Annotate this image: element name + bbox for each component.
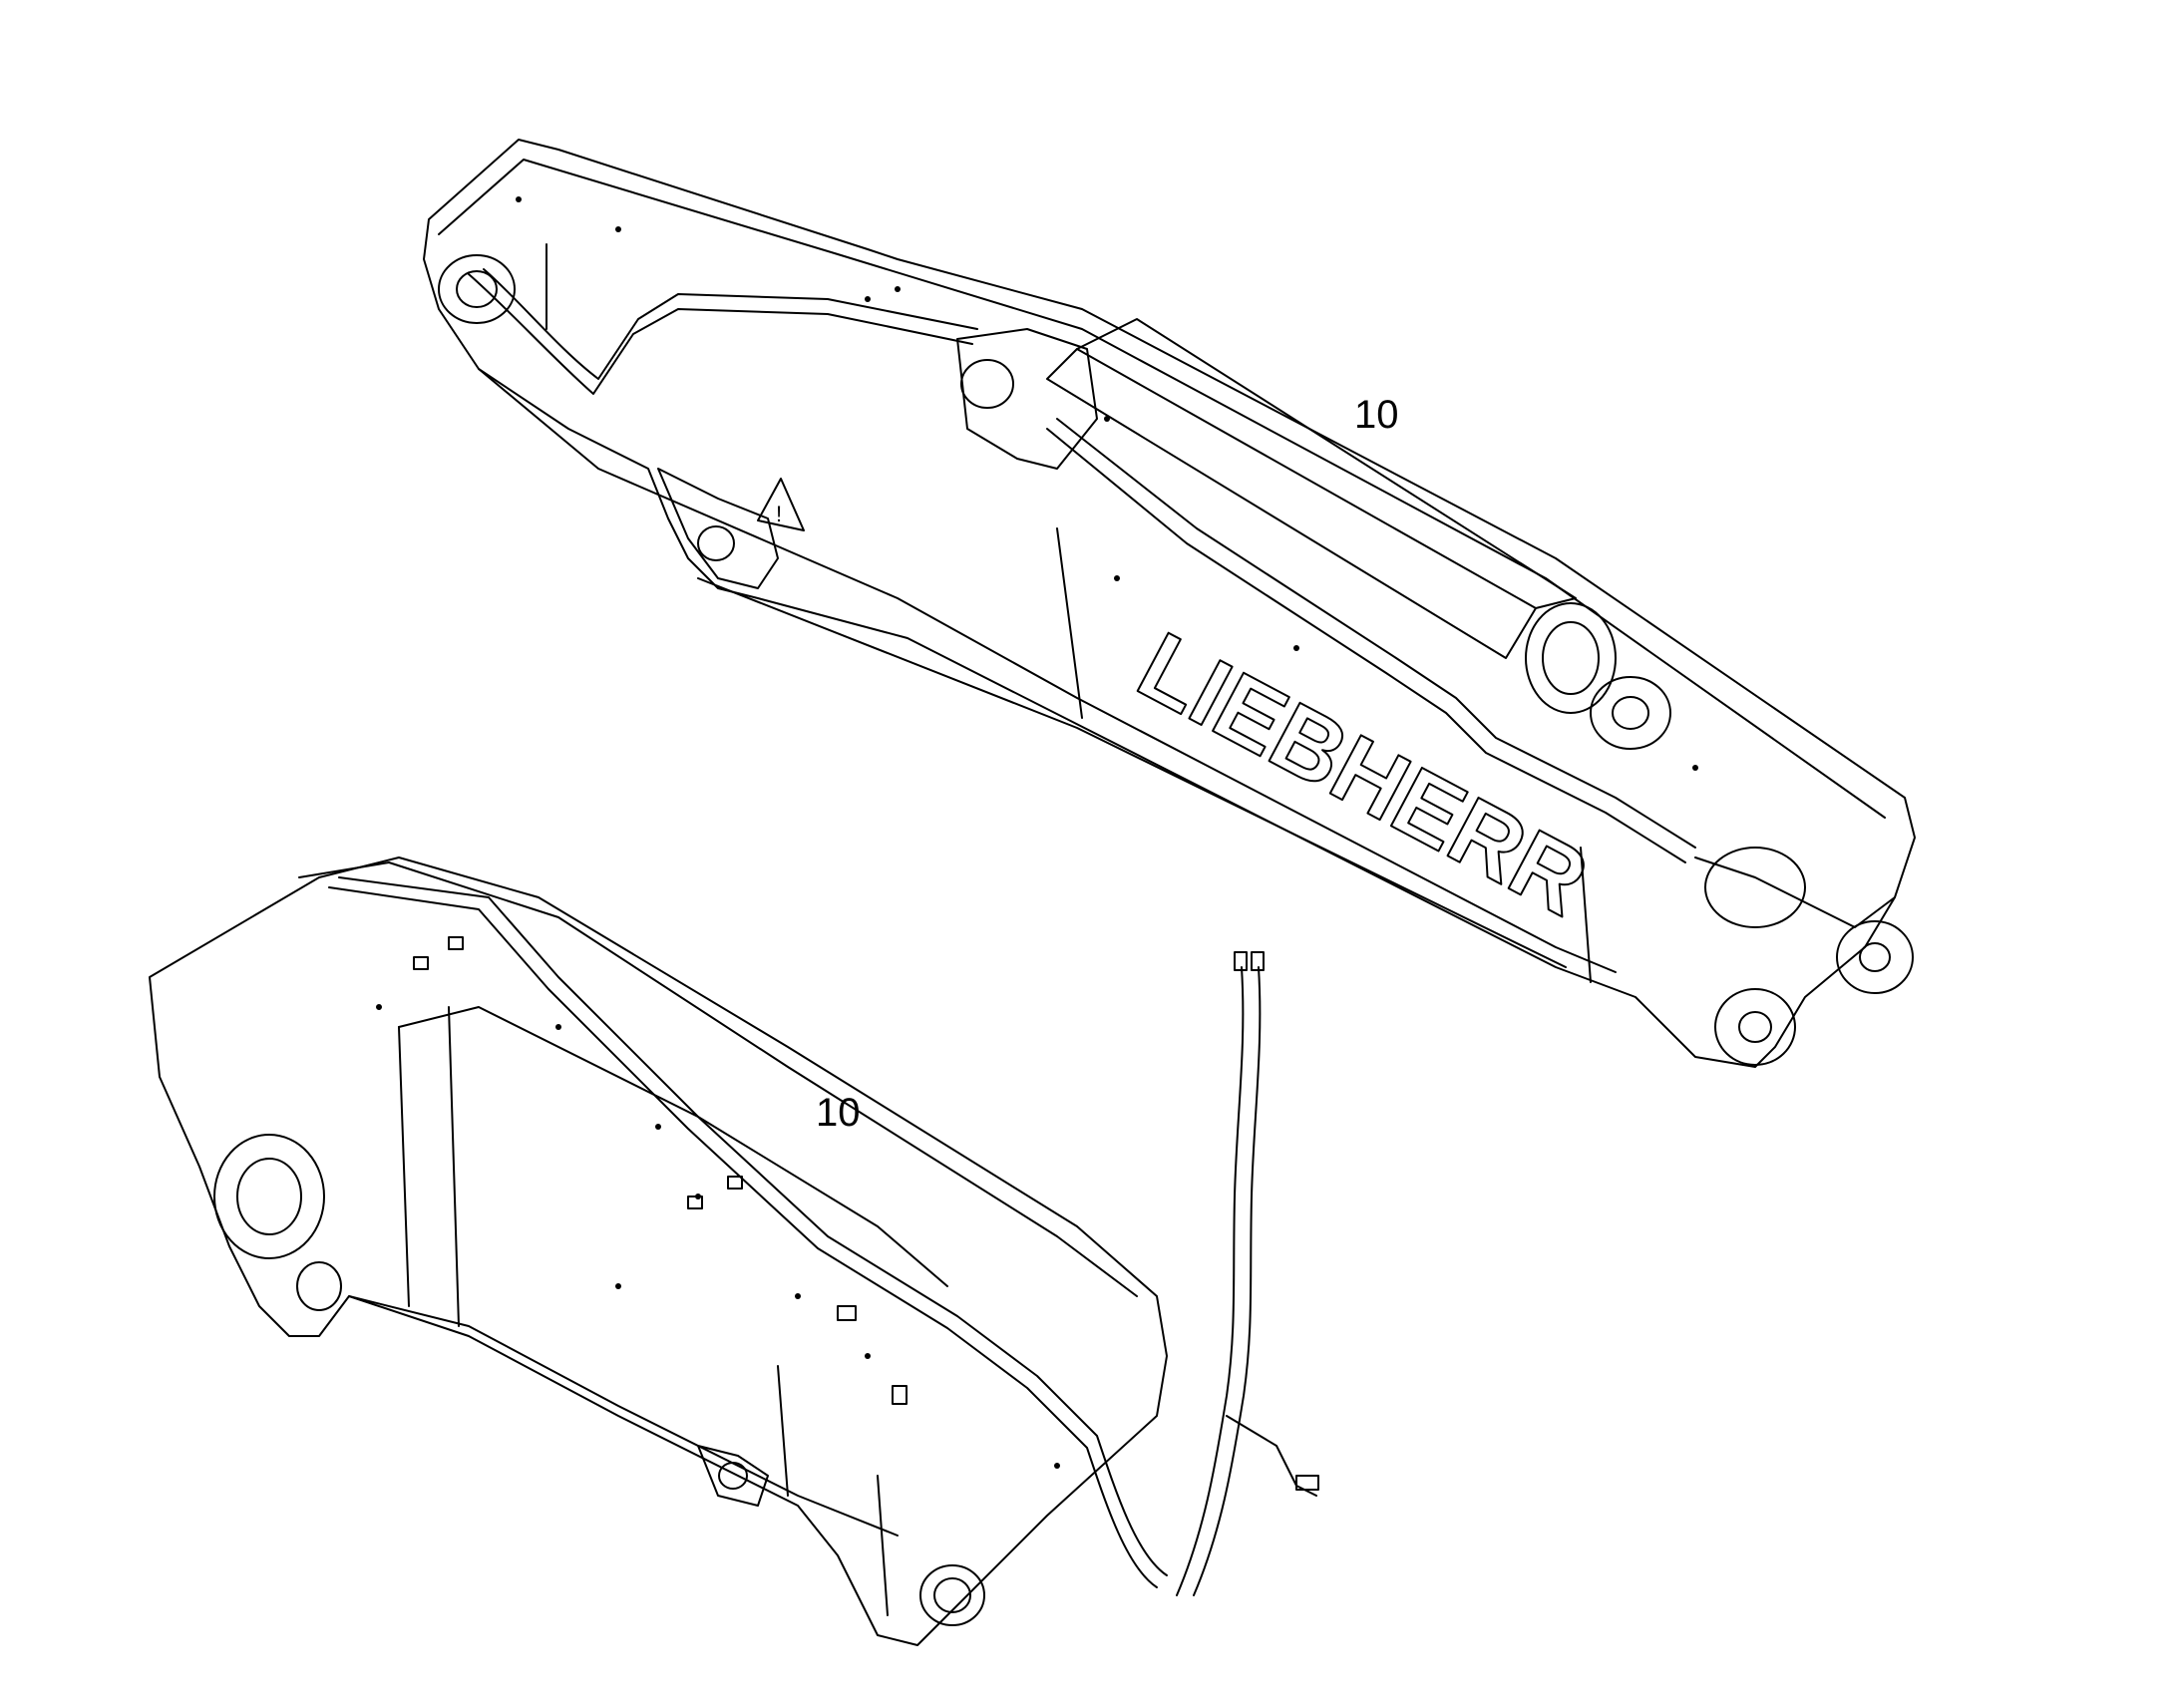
stick-arm-assembly: ! LIEBHERR — [423, 139, 1916, 1068]
hose-3 — [1226, 1415, 1317, 1497]
boom-panel-divider-1 — [398, 1026, 410, 1307]
panel-divider-2 — [1056, 527, 1083, 719]
cylinder-bracket — [956, 328, 1098, 470]
boom-blocks — [413, 936, 908, 1405]
cylinder-eye-bore — [1612, 696, 1649, 730]
boom-center-seam — [398, 1006, 948, 1287]
hydraulic-line-4 — [1046, 428, 1686, 863]
fittings — [516, 196, 1698, 771]
boom-panel-divider-2 — [448, 1006, 460, 1327]
boom-rear-lug — [296, 1261, 342, 1311]
boom-panel-divider-3 — [777, 1365, 789, 1497]
boom-lower-lug-bore — [718, 1462, 748, 1490]
hydraulic-line-2 — [468, 273, 973, 395]
panel-divider-3 — [1580, 847, 1592, 983]
boom-body — [149, 856, 1168, 1646]
front-fork — [1694, 856, 1896, 928]
front-pivot-lower-bore — [1738, 1011, 1772, 1043]
warning-triangle-icon: ! — [757, 478, 805, 531]
front-pivot-lower — [1714, 988, 1796, 1066]
boom-rear-bore — [236, 1158, 302, 1235]
part-callout-10-boom: 10 — [816, 1091, 861, 1135]
stick-arm-bottom-line — [697, 577, 1567, 968]
boom-rear-boss — [213, 1134, 325, 1259]
stick-arm-lower-edge — [478, 368, 1617, 973]
stick-arm-body — [423, 139, 1916, 1068]
boom-lower-edge — [348, 1295, 899, 1537]
boom-panel-divider-4 — [877, 1475, 889, 1616]
front-bushing — [1704, 847, 1806, 928]
cylinder-eye — [1590, 676, 1671, 750]
hydraulic-line-3 — [1056, 418, 1696, 849]
boom-lower-lug — [697, 1445, 769, 1507]
boom-foot-bore — [933, 1577, 971, 1613]
boom-fittings — [376, 1004, 1060, 1469]
hydraulic-line-1 — [483, 268, 978, 380]
boom-top-edge — [298, 861, 1138, 1297]
boom-assembly — [149, 856, 1319, 1646]
brand-lettering: LIEBHERR — [1122, 612, 1604, 936]
mid-lug — [657, 468, 779, 589]
boom-foot-boss — [919, 1564, 985, 1626]
cylinder-head-ring — [1542, 621, 1600, 695]
cylinder-bracket-bore — [960, 359, 1014, 409]
boom-hydraulic-line-2 — [328, 886, 1158, 1588]
hose-fittings — [1234, 951, 1319, 1491]
boom-hydraulic-line-1 — [338, 876, 1168, 1576]
hose-1 — [1176, 966, 1245, 1596]
hose-2 — [1193, 966, 1262, 1596]
front-pivot-upper — [1836, 920, 1914, 994]
front-pivot-upper-bore — [1859, 942, 1891, 972]
hydraulic-cylinder-rod — [1076, 318, 1577, 609]
rear-pivot-bore — [456, 270, 498, 308]
svg-text:!: ! — [776, 502, 782, 526]
mid-lug-bore — [697, 525, 735, 561]
part-callout-10-stick: 10 — [1354, 393, 1399, 437]
rear-pivot-boss — [438, 254, 516, 324]
cylinder-head — [1525, 602, 1617, 714]
